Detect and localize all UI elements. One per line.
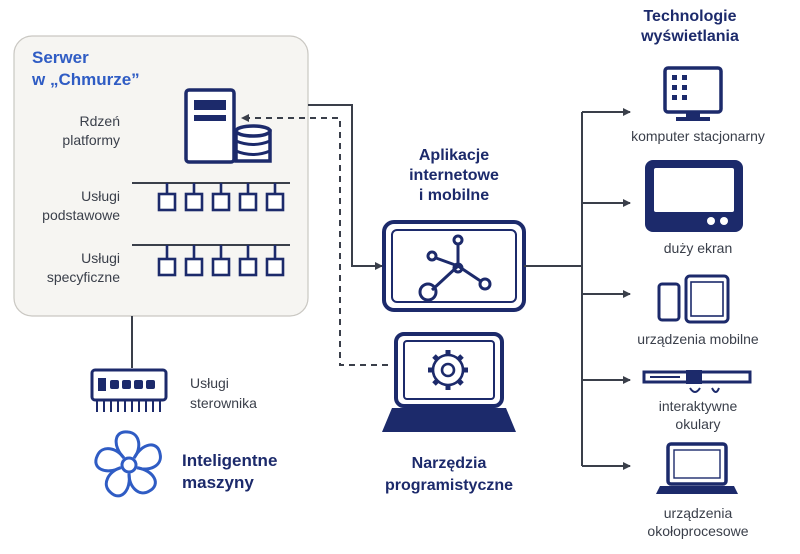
fan-icon [94, 430, 162, 498]
glasses-label-line2: okulary [675, 416, 721, 432]
tools-to-cloud-connector [241, 114, 388, 366]
basic-services-line1: Usługi [81, 188, 120, 204]
core-label-line1: Rdzeń [79, 113, 120, 129]
edge-label-line1: urządzenia [663, 505, 733, 521]
tools-label-line1: Narzędzia [411, 455, 487, 472]
cloud-title-line1: Serwer [32, 48, 89, 67]
controller-label-line2: sterownika [190, 395, 257, 411]
database-icon [234, 124, 272, 163]
specific-services-line2: specyficzne [46, 269, 120, 285]
mobile-devices-icon [657, 274, 730, 324]
cloud-to-apps-connector [308, 104, 383, 270]
apps-label-line1: Aplikacje [418, 147, 490, 164]
tools-label-line2: programistyczne [384, 477, 514, 494]
laptop-icon [382, 332, 516, 432]
glasses-icon [642, 370, 752, 393]
controller-label-line1: Usługi [190, 375, 229, 391]
edge-laptop-icon [656, 442, 738, 494]
specific-services-line1: Usługi [81, 250, 120, 266]
gear-icon [428, 350, 468, 390]
apps-label-line2: internetowe [409, 167, 499, 184]
controller-icon [90, 368, 168, 412]
display-title-line2: wyświetlania [641, 28, 739, 45]
basic-services-icon [157, 183, 285, 212]
server-icon [184, 88, 236, 164]
big-screen-label: duży ekran [663, 240, 733, 256]
display-connector [524, 108, 631, 470]
cloud-title-line2: w „Chmurze” [32, 70, 140, 89]
display-title-line1: Technologie [643, 8, 737, 25]
mobile-label: urządzenia mobilne [637, 331, 759, 347]
specific-services-icon [157, 245, 285, 277]
core-label-line2: platformy [62, 132, 120, 148]
desktop-label: komputer stacjonarny [631, 128, 765, 144]
desktop-monitor-icon [663, 66, 723, 121]
apps-monitor-icon [382, 220, 526, 312]
machines-label-line1: Inteligentne [182, 451, 278, 470]
apps-label-line3: i mobilne [418, 187, 490, 204]
machines-label-line2: maszyny [182, 473, 254, 492]
basic-services-line2: podstawowe [42, 207, 120, 223]
big-screen-icon [645, 160, 743, 232]
edge-label-line2: okołoprocesowe [647, 523, 749, 539]
glasses-label-line1: interaktywne [658, 398, 738, 414]
